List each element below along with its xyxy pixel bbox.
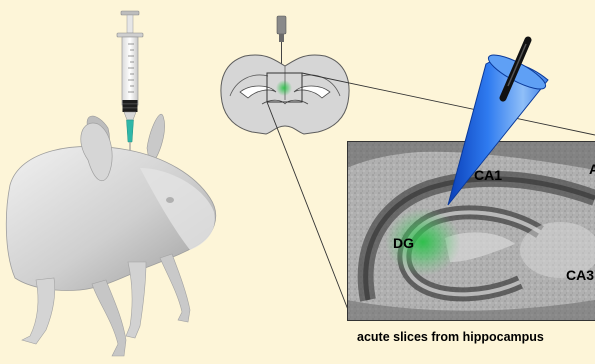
edge-label: A [589,162,595,176]
dg-label: DG [393,236,414,250]
ca3-label: CA3 [566,268,594,282]
ca1-label: CA1 [474,168,502,182]
brain-section-icon [221,16,349,134]
mouse-illustration [6,114,215,356]
syringe-icon [117,11,143,156]
figure-caption: acute slices from hippocampus [357,331,544,344]
